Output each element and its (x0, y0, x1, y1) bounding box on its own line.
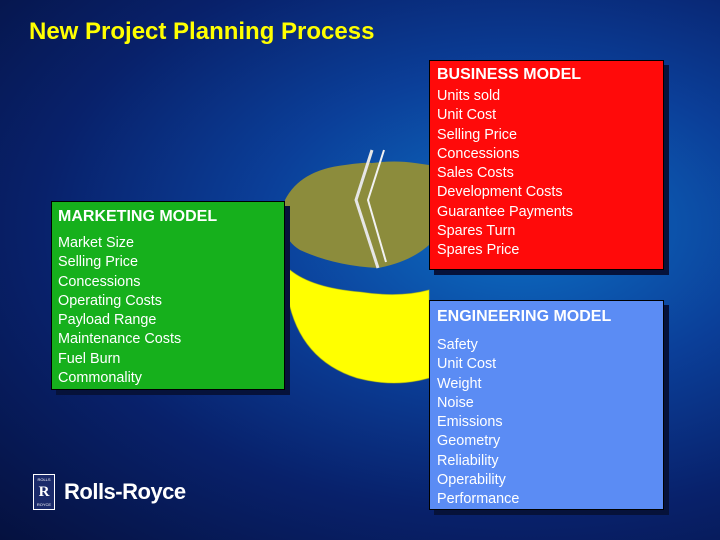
marketing-model-heading: MARKETING MODEL (58, 208, 218, 225)
list-item: Guarantee Payments (437, 203, 573, 220)
list-item: Reliability (437, 452, 499, 469)
list-item: Spares Price (437, 242, 520, 259)
badge-top-text: ROLLS (37, 477, 51, 482)
badge-bottom-text: ROYCE (36, 502, 52, 507)
list-item: Weight (437, 375, 482, 392)
logo-wordmark: Rolls-Royce (64, 479, 186, 504)
engineering-model-heading: ENGINEERING MODEL (437, 308, 612, 325)
business-model-heading: BUSINESS MODEL (437, 66, 582, 83)
list-item: Maintenance Costs (58, 331, 182, 348)
list-item: Sales Costs (437, 165, 514, 182)
engineering-model-box: ENGINEERING MODEL Safety Unit Cost Weigh… (429, 300, 664, 510)
list-item: Operating Costs (58, 292, 162, 309)
engineering-model-list: Safety Unit Cost Weight Noise Emissions … (437, 336, 663, 510)
marketing-model-list: Market Size Selling Price Concessions Op… (58, 234, 284, 388)
list-item: Spares Turn (437, 223, 516, 240)
list-item: Performance (437, 491, 520, 508)
rolls-royce-logo-icon: ROLLS R ROYCE (33, 474, 55, 510)
list-item: Commonality (58, 370, 142, 387)
list-item: Emissions (437, 414, 503, 431)
list-item: Unit Cost (437, 107, 497, 124)
list-item: Concessions (437, 145, 520, 162)
list-item: Selling Price (58, 254, 138, 271)
page-title: New Project Planning Process (29, 18, 375, 45)
list-item: Fuel Burn (58, 350, 121, 367)
list-item: Units sold (437, 88, 501, 104)
list-item: Selling Price (437, 126, 517, 143)
rolls-royce-logo: ROLLS R ROYCE Rolls-Royce (33, 474, 186, 510)
list-item: Development Costs (437, 184, 563, 201)
marketing-model-box: MARKETING MODEL Market Size Selling Pric… (51, 201, 285, 390)
list-item: Geometry (437, 433, 501, 450)
list-item: Safety (437, 337, 478, 353)
list-item: Noise (437, 394, 474, 411)
business-model-list: Units sold Unit Cost Selling Price Conce… (437, 87, 663, 261)
list-item: Concessions (58, 273, 141, 290)
badge-mark: R (38, 484, 50, 500)
business-model-box: BUSINESS MODEL Units sold Unit Cost Sell… (429, 60, 664, 270)
list-item: Payload Range (58, 312, 157, 329)
list-item: Market Size (58, 235, 134, 251)
list-item: Operability (437, 472, 506, 489)
list-item: Unit Cost (437, 356, 497, 373)
